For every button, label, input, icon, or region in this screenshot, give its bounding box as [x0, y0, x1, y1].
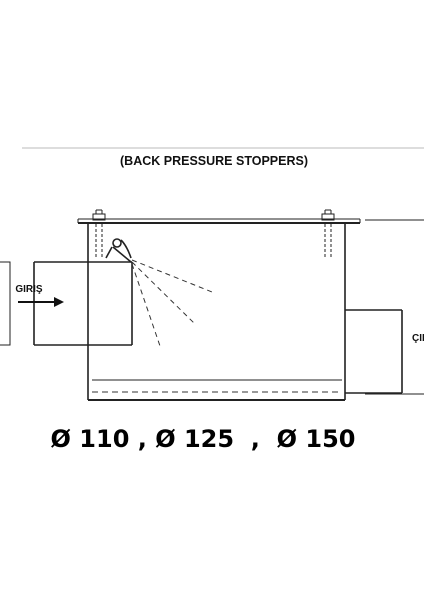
outlet-label: ÇIK [412, 333, 424, 344]
bolt-right [321, 209, 335, 258]
outlet-pipe [345, 309, 403, 394]
tank-body [77, 218, 361, 401]
pipe-sizes: Ø 110 , Ø 125 , Ø 150 [51, 425, 356, 453]
dimension-bracket-left [0, 261, 11, 346]
flap-swing-arc [131, 259, 213, 347]
flap-valve [105, 238, 132, 263]
bolt-left [92, 209, 106, 258]
diagram-title: (BACK PRESSURE STOPPERS) [120, 154, 308, 168]
inlet-pipe [33, 261, 133, 346]
inlet-arrow-icon [18, 297, 64, 307]
inlet-label: GIRIŞ [15, 284, 43, 295]
